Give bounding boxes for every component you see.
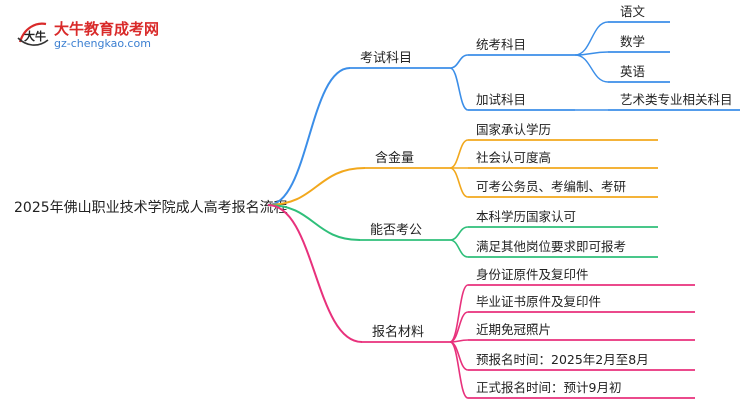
- branch-label-materials: 报名材料: [372, 324, 424, 340]
- leaf-label-exam-subjects-0-0: 语文: [620, 4, 646, 19]
- leaf-connector-exam-subjects-0-2: [574, 54, 609, 83]
- child-connector-civil-exam-1: [449, 239, 469, 258]
- child-connector-civil-exam-0: [449, 226, 469, 241]
- child-label-materials-0: 身份证原件及复印件: [476, 267, 589, 282]
- child-label-exam-subjects-0: 统考科目: [476, 37, 526, 52]
- child-label-value-2: 可考公务员、考编制、考研: [476, 179, 626, 194]
- child-label-materials-3: 预报名时间：2025年2月至8月: [476, 352, 649, 367]
- branch-label-value: 含金量: [375, 150, 414, 166]
- branch-connector-civil-exam: [267, 204, 361, 241]
- leaf-label-exam-subjects-1-0: 艺术类专业相关科目: [620, 92, 733, 107]
- branch-connector-value: [267, 167, 366, 206]
- branch-connector-materials: [267, 204, 363, 343]
- child-label-materials-2: 近期免冠照片: [476, 322, 551, 337]
- logo-badge-icon: 大牛: [17, 22, 49, 46]
- child-connector-materials-4: [449, 341, 469, 399]
- branch-connector-exam-subjects: [267, 67, 351, 206]
- child-connector-materials-1: [449, 311, 469, 343]
- child-connector-value-2: [449, 167, 469, 198]
- child-label-civil-exam-0: 本科学历国家认可: [476, 209, 576, 224]
- child-label-civil-exam-1: 满足其他岗位要求即可报考: [476, 239, 626, 254]
- child-connector-value-0: [449, 139, 469, 169]
- child-label-materials-1: 毕业证书原件及复印件: [476, 294, 601, 309]
- logo-url: gz-chengkao.com: [54, 37, 151, 50]
- child-label-exam-subjects-1: 加试科目: [476, 92, 526, 107]
- site-logo: 大牛 大牛教育成考网 gz-chengkao.com: [16, 18, 166, 54]
- child-label-materials-4: 正式报名时间：预计9月初: [476, 380, 621, 395]
- logo-title: 大牛教育成考网: [54, 20, 160, 38]
- branch-label-exam-subjects: 考试科目: [360, 51, 412, 66]
- child-connector-exam-subjects-0: [449, 54, 469, 69]
- logo-badge-text: 大牛: [24, 29, 46, 43]
- leaf-label-exam-subjects-0-2: 英语: [620, 64, 645, 79]
- leaf-connector-exam-subjects-0-0: [574, 21, 609, 56]
- leaf-label-exam-subjects-0-1: 数学: [620, 34, 645, 49]
- child-label-value-1: 社会认可度高: [476, 150, 551, 165]
- child-connector-exam-subjects-1: [449, 67, 469, 111]
- root-topic: 2025年佛山职业技术学院成人高考报名流程: [14, 199, 288, 216]
- branch-label-civil-exam: 能否考公: [370, 223, 422, 238]
- child-label-value-0: 国家承认学历: [476, 122, 551, 137]
